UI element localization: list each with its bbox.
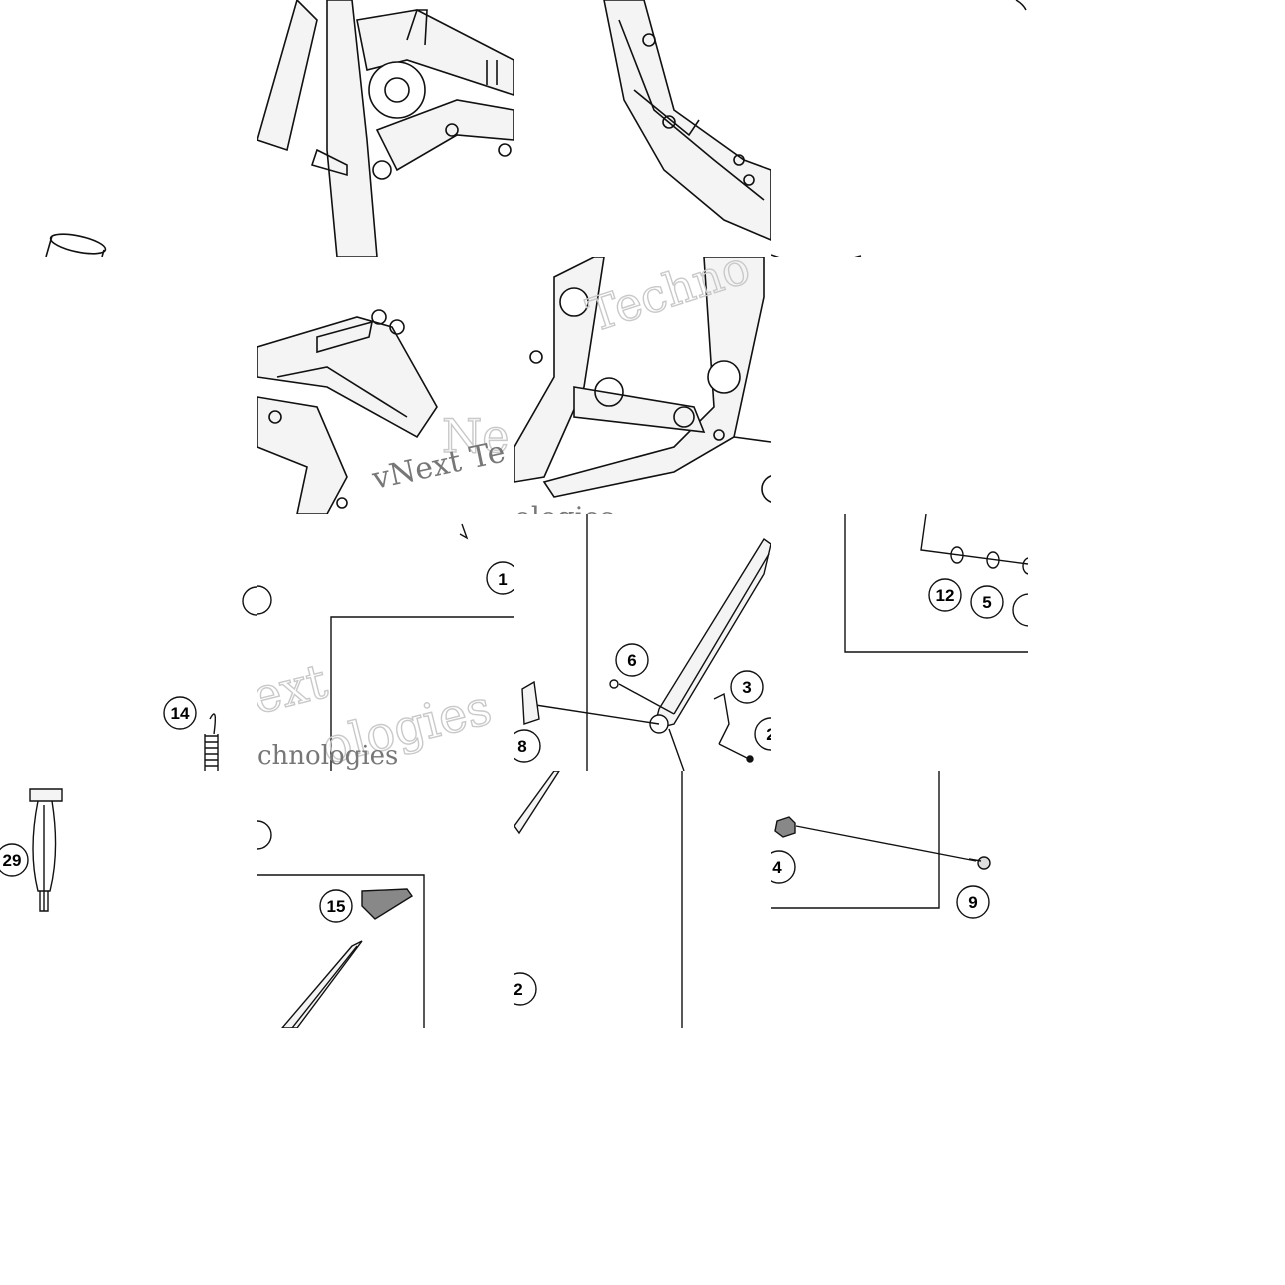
sidestand-arm-tile: 6 3 8 2: [514, 514, 771, 771]
edge-fragment-tile: [771, 0, 1028, 257]
frame-headstock-tile: [257, 0, 514, 257]
spring-tile: 14: [0, 514, 257, 771]
bushing-bolt-tile: 4 9: [771, 771, 1028, 1028]
watermark-ext: ext: [257, 653, 332, 725]
washer-set-drawing: 12 5: [844, 514, 1028, 653]
frame-cradle-drawing: Techno ologies: [514, 257, 771, 514]
frame-rear-drawing: [603, 0, 771, 241]
watermark-next-tech: vNext Te: [368, 435, 508, 497]
watermark-ologies-top: ologies: [514, 501, 615, 514]
callout-2-upper: 2: [766, 725, 771, 744]
tool-tile: 29: [0, 771, 257, 1028]
watermark-ne: Ne: [442, 409, 509, 463]
callout-4: 4: [772, 858, 782, 877]
frame-headstock-drawing: [257, 0, 514, 257]
callout-12: 12: [936, 586, 955, 605]
callout-6: 6: [627, 651, 636, 670]
edge-fragment-drawing: [771, 0, 1027, 257]
callout-14: 14: [171, 704, 190, 723]
bushing-bolt-drawing: 4 9: [771, 771, 991, 919]
foot-pad-drawing: 15: [257, 820, 425, 1028]
callout-5: 5: [982, 593, 991, 612]
lower-arm-tile: 2: [514, 771, 771, 1028]
callout-2: 2: [514, 980, 523, 999]
watermark-chnologies: chnologies: [257, 741, 398, 771]
tool-drawing: 29: [0, 788, 63, 912]
frame-rear-tile: [514, 0, 771, 257]
callout-1: 1: [498, 570, 507, 589]
ring-part-tile: [0, 0, 257, 257]
sidestand-callout-drawing: 1 ext ologies chnologies: [257, 523, 514, 771]
spring-drawing: 14: [163, 586, 257, 771]
lower-arm-drawing: 2: [514, 771, 683, 1028]
foot-pad-tile: 15: [257, 771, 514, 1028]
washer-set-tile: 12 5: [771, 514, 1028, 771]
sidestand-callout-tile: 1 ext ologies chnologies: [257, 514, 514, 771]
callout-29: 29: [3, 851, 22, 870]
callout-9: 9: [968, 893, 977, 912]
frame-cradle-tile: Techno ologies: [514, 257, 771, 514]
sidestand-arm-drawing: 6 3 8 2: [514, 514, 771, 771]
callout-3: 3: [742, 678, 751, 697]
frame-underside-drawing: Ne vNext Te: [257, 309, 510, 514]
callout-15: 15: [327, 897, 346, 916]
ring-part-drawing: [45, 233, 107, 257]
frame-underside-tile: Ne vNext Te: [257, 257, 514, 514]
callout-8: 8: [517, 737, 526, 756]
